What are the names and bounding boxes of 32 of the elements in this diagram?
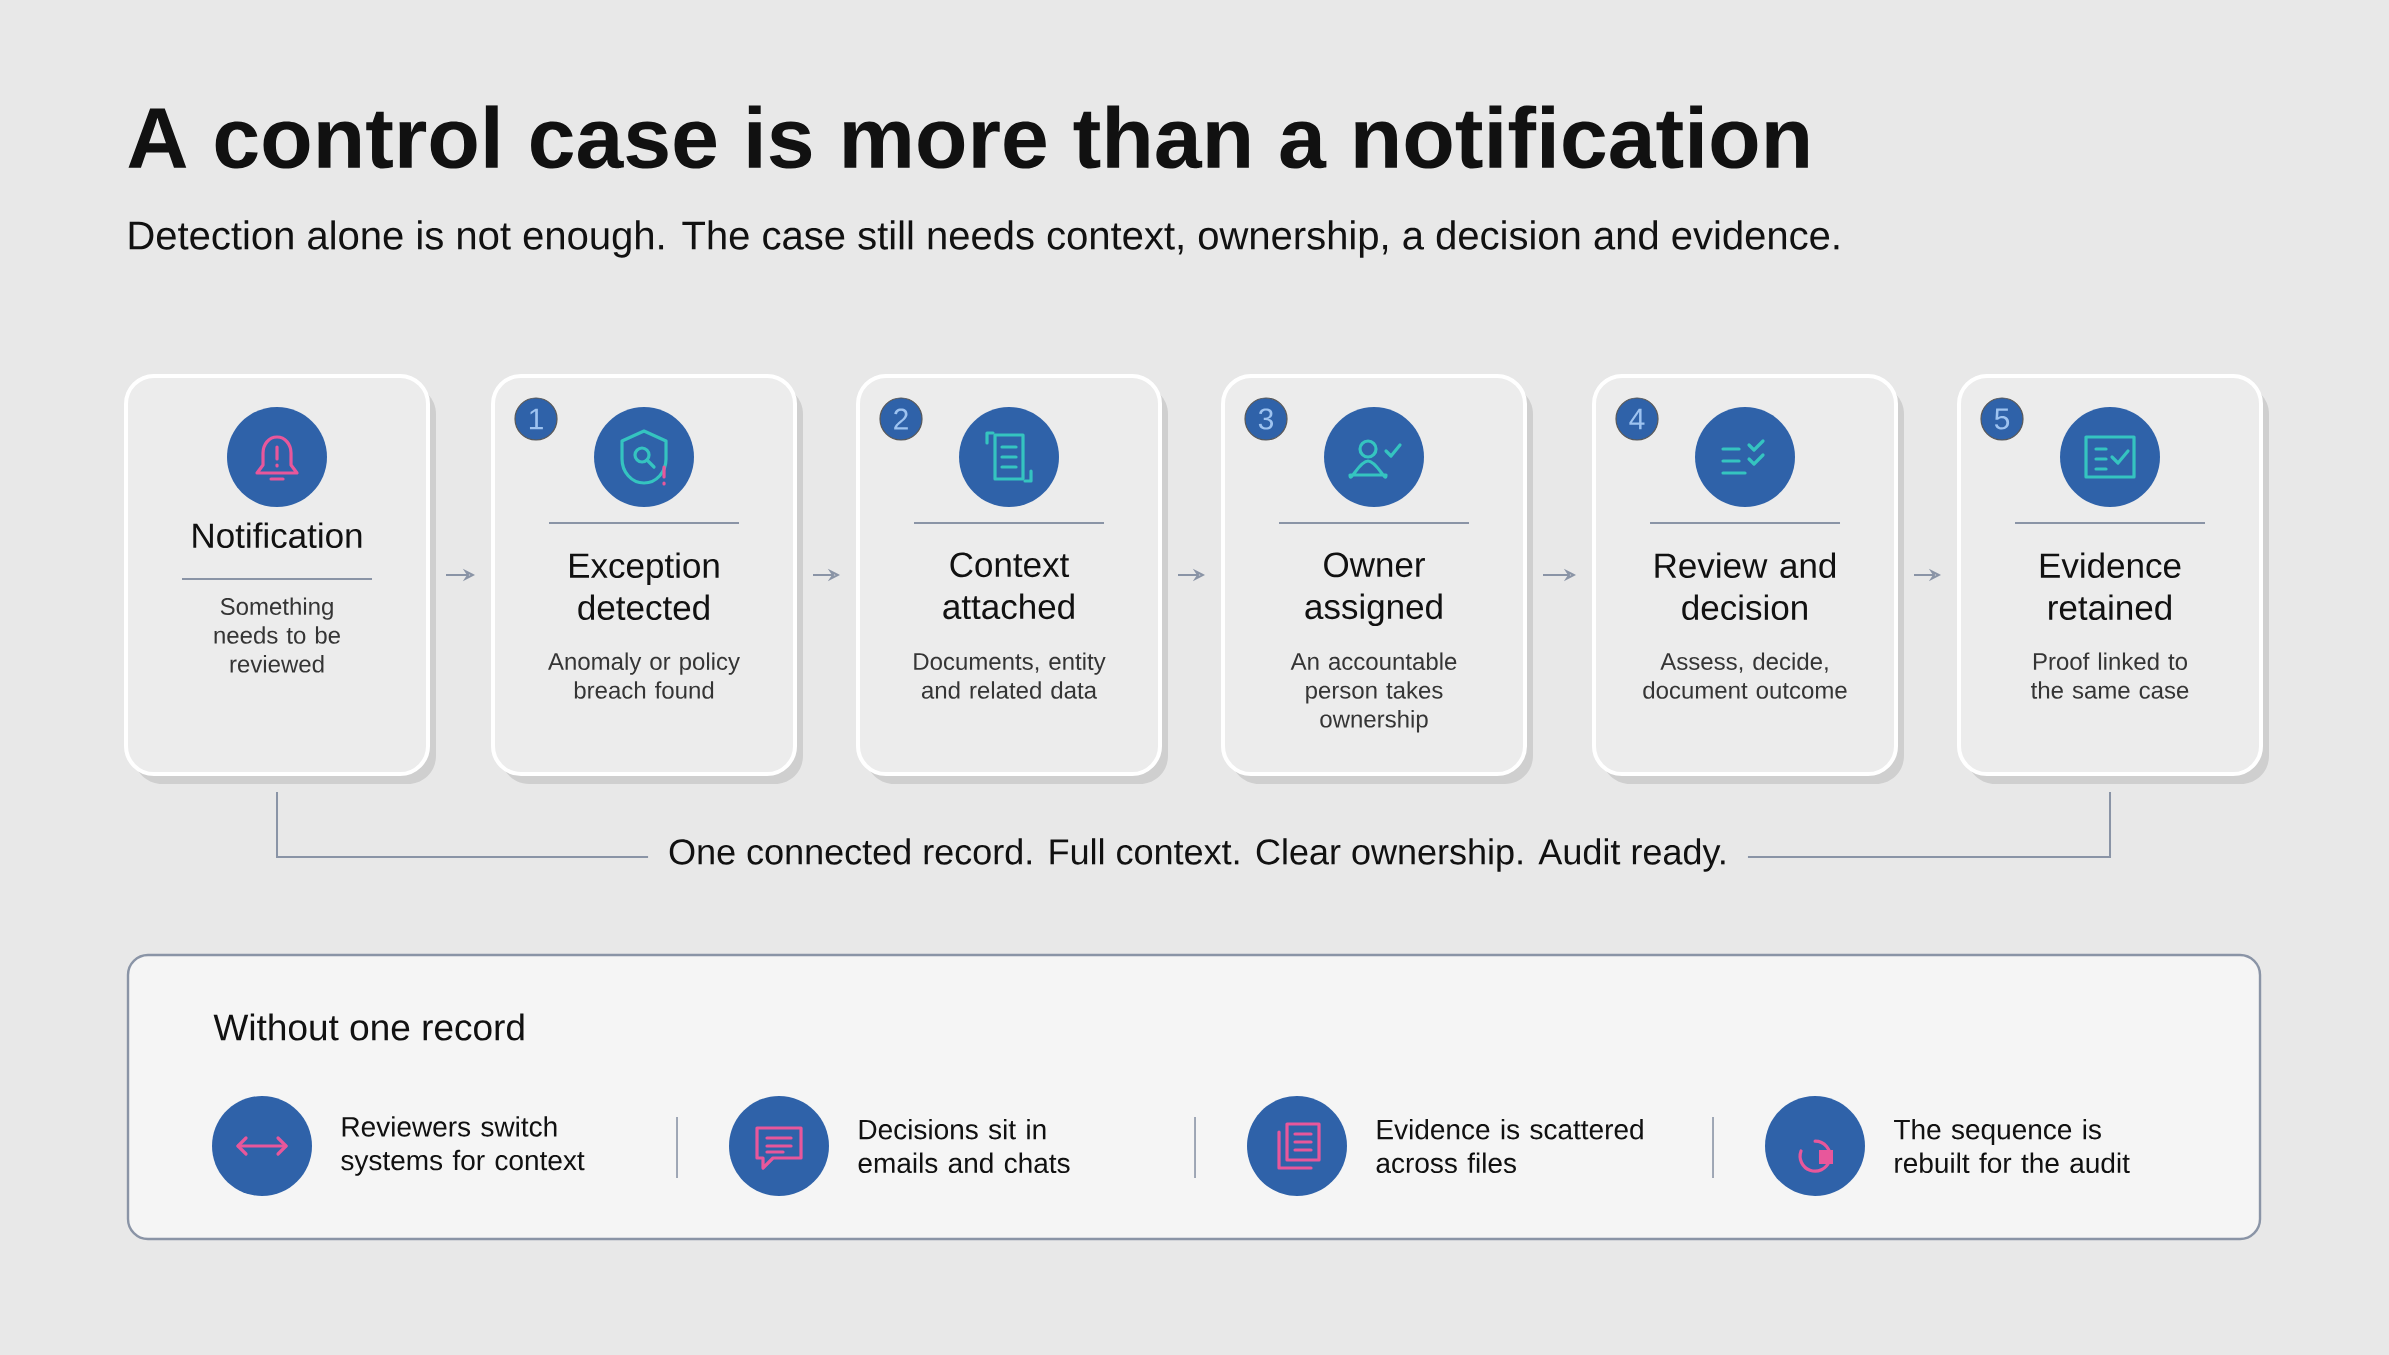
problem-text: Evidence is scattered across files (1376, 1118, 1643, 1174)
step-badge: 4 (1615, 397, 1659, 441)
step-description: Assess, decide, document outcome (1643, 652, 1847, 699)
step-heading: Owner assigned (1305, 552, 1442, 627)
step-badge: 5 (1980, 397, 2024, 441)
step-heading: Context attached (943, 552, 1074, 620)
step-badge: 1 (514, 397, 558, 441)
process-card (1221, 374, 1533, 784)
process-card (856, 374, 1168, 784)
problem-text: Decisions sit in emails and chats (858, 1118, 1070, 1174)
process-card (124, 374, 436, 784)
step-description: An accountable person takes ownership (1290, 652, 1457, 733)
step-heading: Review and decision (1655, 552, 1836, 621)
step-badge: 3 (1244, 397, 1288, 441)
step-description: Documents, entity and related data (914, 652, 1106, 699)
subtitle: Detection alone is not enough. The case still needs context, ownership, a decision and evidence. (129, 220, 1839, 258)
edge-label: One connected record. Full context. Clear ownership. Audit ready. (648, 834, 1748, 876)
title: A control case is more than a notification (128, 105, 1808, 169)
problem-text: The sequence is rebuilt for the audit (1894, 1118, 2130, 1174)
process-card (1592, 374, 1904, 784)
step-description: Anomaly or policy breach found (548, 652, 740, 699)
step-badge: 2 (879, 397, 923, 441)
process-card (491, 374, 803, 784)
panel (126, 953, 2262, 1241)
step-heading: Evidence retained (2040, 552, 2181, 621)
step-description: Something needs to be reviewed (214, 597, 340, 673)
panel-heading: Without one record (213, 1013, 524, 1041)
process-card (1957, 374, 2269, 784)
step-heading: Notification (193, 522, 362, 549)
problem-text: Reviewers switch systems for context (341, 1116, 585, 1176)
step-heading: Exception detected (570, 552, 719, 621)
step-description: Proof linked to the same case (2031, 652, 2189, 699)
